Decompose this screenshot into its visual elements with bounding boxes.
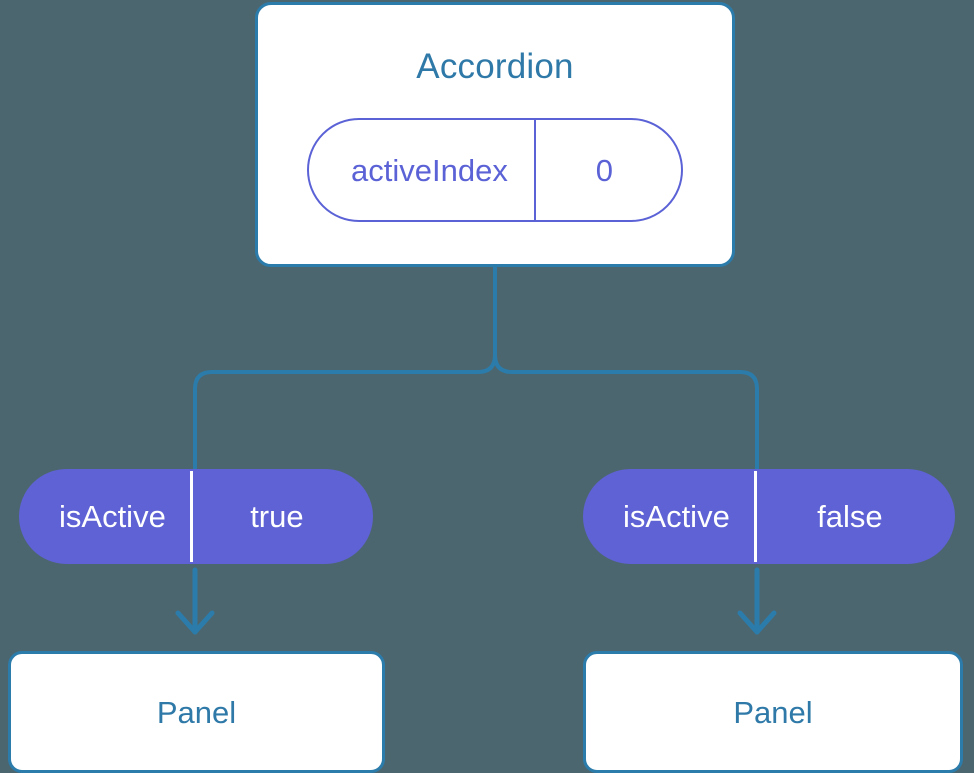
arrow-down-icon-right (737, 567, 777, 635)
prop-pill-is-active-false[interactable]: isActive false (583, 469, 955, 564)
state-pill-key: activeIndex (351, 152, 508, 188)
prop-pill-key: isActive (59, 499, 166, 534)
prop-pill-value: false (753, 471, 953, 562)
panel-node-card-right[interactable]: Panel (583, 651, 963, 773)
prop-pill-is-active-true[interactable]: isActive true (19, 469, 373, 564)
connector-left-branch (193, 265, 497, 472)
prop-pill-value: true (189, 471, 371, 562)
panel-node-card-left[interactable]: Panel (8, 651, 385, 773)
accordion-node-title: Accordion (416, 47, 574, 86)
state-pill-active-index[interactable]: activeIndex 0 (307, 118, 683, 222)
panel-node-title: Panel (733, 694, 813, 730)
state-pill-value: 0 (533, 120, 681, 220)
arrow-down-icon-left (175, 567, 215, 635)
connector-right-branch (493, 265, 759, 472)
panel-node-title: Panel (156, 694, 237, 730)
prop-pill-key: isActive (623, 499, 730, 534)
